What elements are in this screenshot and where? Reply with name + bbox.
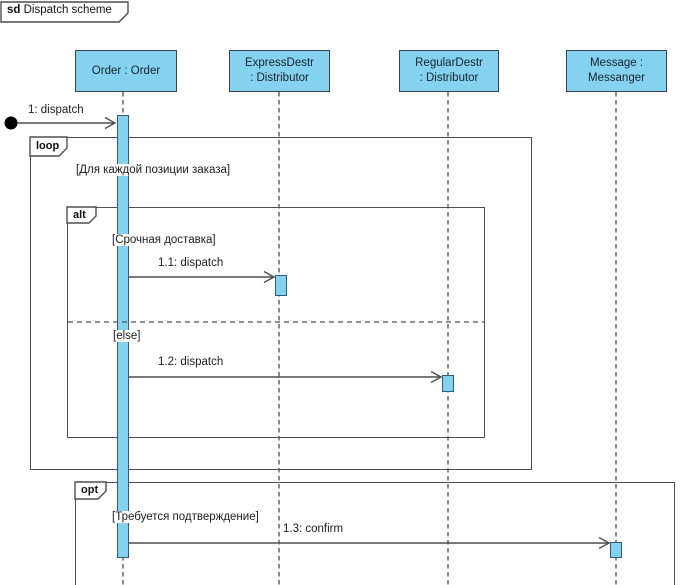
loop-guard[interactable]: [Для каждой позиции заказа] (74, 164, 233, 176)
opt-guard[interactable]: [Требуется подтверждение] (110, 511, 261, 523)
opt-fragment-frame[interactable] (75, 482, 675, 585)
alt-operator-shape[interactable] (66, 206, 97, 224)
lifeline-label-line1: ExpressDestr (244, 57, 315, 70)
loop-operator-label: loop (36, 140, 60, 152)
lifeline-label-line1: RegularDestr (415, 57, 483, 70)
lifeline-head-order[interactable]: Order : Order (75, 50, 177, 92)
lifeline-head-regular[interactable]: RegularDestr : Distributor (399, 50, 499, 92)
message-1-2-arrow[interactable] (129, 370, 443, 384)
lifeline-head-express[interactable]: ExpressDestr : Distributor (229, 50, 330, 92)
message-1-3-arrow[interactable] (129, 536, 611, 550)
alt-guard-1[interactable]: [Срочная доставка] (110, 234, 218, 246)
diagram-frame-label-shape[interactable] (0, 1, 129, 23)
opt-operator-shape[interactable] (74, 481, 107, 500)
message-1-1-label[interactable]: 1.1: dispatch (158, 257, 224, 269)
message-1-arrow[interactable] (17, 116, 117, 130)
found-message-endpoint[interactable] (4, 116, 18, 130)
loop-fragment-frame[interactable] (30, 137, 532, 470)
diagram-title-name: Dispatch scheme (23, 4, 112, 16)
message-1-2-label[interactable]: 1.2: dispatch (158, 356, 224, 368)
activation-express[interactable] (275, 275, 287, 296)
message-1-label[interactable]: 1: dispatch (28, 104, 84, 116)
diagram-title[interactable]: sd Dispatch scheme (7, 4, 112, 16)
opt-operator-label: opt (81, 484, 99, 496)
loop-operator-shape[interactable] (29, 136, 68, 157)
lifeline-label-line1: Message : (589, 57, 644, 70)
message-1-3-label[interactable]: 1.3: confirm (283, 523, 344, 535)
alt-fragment-frame[interactable] (67, 207, 485, 438)
activation-messanger[interactable] (610, 542, 622, 558)
message-1-1-arrow[interactable] (129, 270, 276, 284)
lifeline-head-messanger[interactable]: Message : Messanger (566, 50, 667, 92)
lifeline-label-line2: : Distributor (250, 72, 309, 84)
diagram-title-keyword: sd (7, 4, 21, 16)
activation-regular[interactable] (442, 375, 454, 392)
lifeline-label-line2: Messanger (588, 72, 645, 84)
lifeline-label-line2: : Distributor (419, 72, 479, 84)
alt-operator-label: alt (73, 209, 86, 221)
alt-guard-else[interactable]: [else] (111, 330, 143, 342)
lifeline-label: Order : Order (91, 64, 161, 77)
